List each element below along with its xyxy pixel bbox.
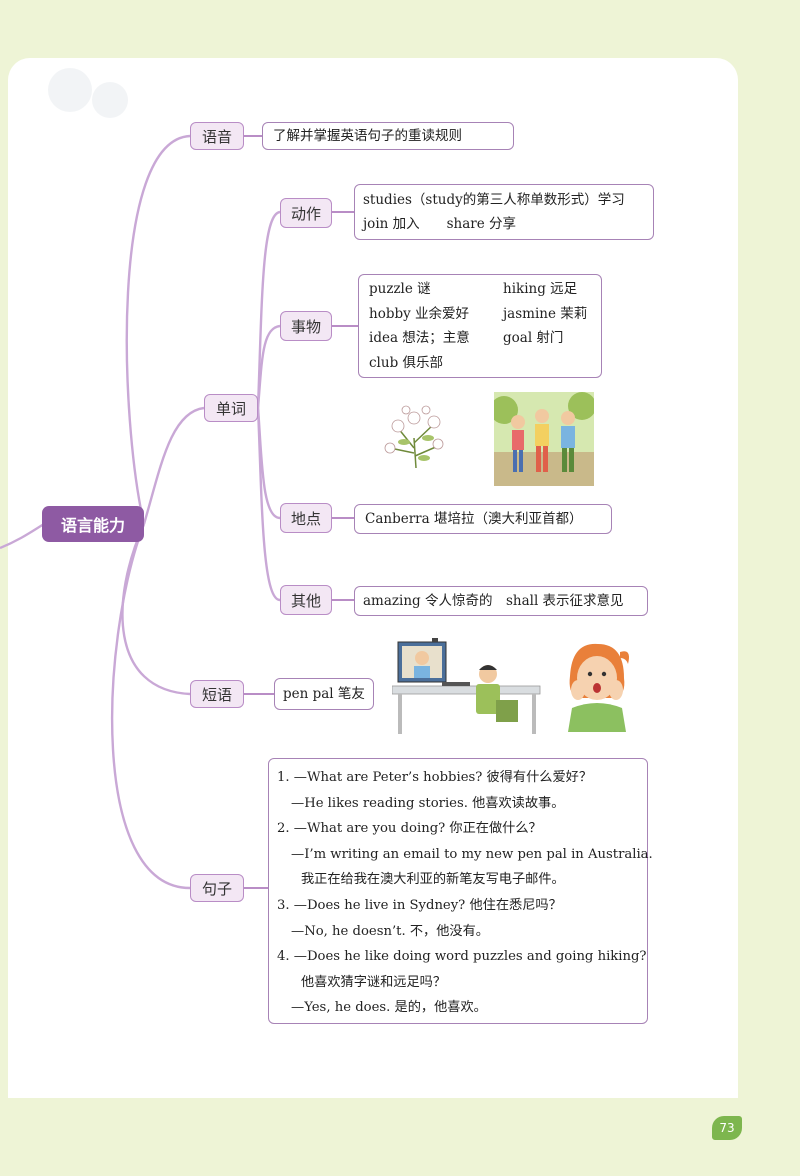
juzi-line: 他喜欢猜字谜和远足吗？ bbox=[301, 974, 447, 990]
yuyin-text: 了解并掌握英语句子的重读规则 bbox=[273, 128, 462, 144]
juzi-line: —Yes, he does. 是的，他喜欢。 bbox=[291, 1000, 487, 1016]
shiwu-item: jasmine 茉莉 bbox=[503, 305, 588, 322]
juzi-line: 1. —What are Peter’s hobbies? 彼得有什么爱好？ bbox=[277, 770, 593, 785]
root-node: 语言能力 bbox=[42, 506, 144, 542]
juzi-line: 我正在给我在澳大利亚的新笔友写电子邮件。 bbox=[301, 872, 565, 888]
box-duanyu: pen pal 笔友 bbox=[274, 678, 374, 710]
node-dongzuo: 动作 bbox=[280, 198, 332, 228]
box-yuyin: 了解并掌握英语句子的重读规则 bbox=[262, 122, 514, 150]
juzi-line: —He likes reading stories. 他喜欢读故事。 bbox=[291, 795, 565, 811]
box-shiwu: puzzle 谜 hiking 远足 hobby 业余爱好 jasmine 茉莉… bbox=[358, 274, 602, 378]
jasmine-flower-illustration bbox=[384, 405, 444, 469]
node-duanyu: 短语 bbox=[190, 680, 244, 708]
shiwu-item: puzzle 谜 bbox=[369, 281, 431, 297]
box-dongzuo: studies（study的第三人称单数形式）学习 join 加入 share … bbox=[354, 184, 654, 240]
node-qita: 其他 bbox=[280, 585, 332, 615]
juzi-line: 2. —What are you doing? 你正在做什么？ bbox=[277, 821, 542, 837]
shiwu-item: goal 射门 bbox=[503, 330, 564, 346]
video-chat-illustration bbox=[392, 638, 541, 734]
qita-text: amazing 令人惊奇的 shall 表示征求意见 bbox=[363, 593, 624, 609]
shiwu-item: idea 想法；主意 bbox=[369, 330, 470, 346]
node-shiwu: 事物 bbox=[280, 311, 332, 341]
box-qita: amazing 令人惊奇的 shall 表示征求意见 bbox=[354, 586, 648, 616]
shiwu-item: hiking 远足 bbox=[503, 281, 578, 297]
juzi-line: 4. —Does he like doing word puzzles and … bbox=[277, 949, 647, 965]
node-yuyin: 语音 bbox=[190, 122, 244, 150]
hiking-kids-illustration bbox=[494, 392, 594, 486]
page-number: 73 bbox=[712, 1116, 742, 1140]
dongzuo-line: join 加入 share 分享 bbox=[363, 216, 517, 232]
juzi-line: 3. —Does he live in Sydney? 他住在悉尼吗？ bbox=[277, 897, 562, 913]
node-didian: 地点 bbox=[280, 503, 332, 533]
juzi-line: —I’m writing an email to my new pen pal … bbox=[291, 846, 653, 862]
faint-corner-decoration bbox=[48, 68, 128, 118]
juzi-line: —No, he doesn’t. 不，他没有。 bbox=[291, 923, 489, 939]
dongzuo-line: studies（study的第三人称单数形式）学习 bbox=[363, 192, 625, 208]
shiwu-item: hobby 业余爱好 bbox=[369, 305, 470, 322]
node-danci: 单词 bbox=[204, 394, 258, 422]
node-juzi: 句子 bbox=[190, 874, 244, 902]
shiwu-item: club 俱乐部 bbox=[369, 354, 444, 371]
surprised-girl-illustration bbox=[568, 643, 629, 732]
didian-text: Canberra 堪培拉（澳大利亚首都） bbox=[365, 511, 583, 527]
box-didian: Canberra 堪培拉（澳大利亚首都） bbox=[354, 504, 612, 534]
duanyu-text: pen pal 笔友 bbox=[283, 686, 365, 702]
box-juzi: 1. —What are Peter’s hobbies? 彼得有什么爱好？ —… bbox=[268, 758, 653, 1024]
